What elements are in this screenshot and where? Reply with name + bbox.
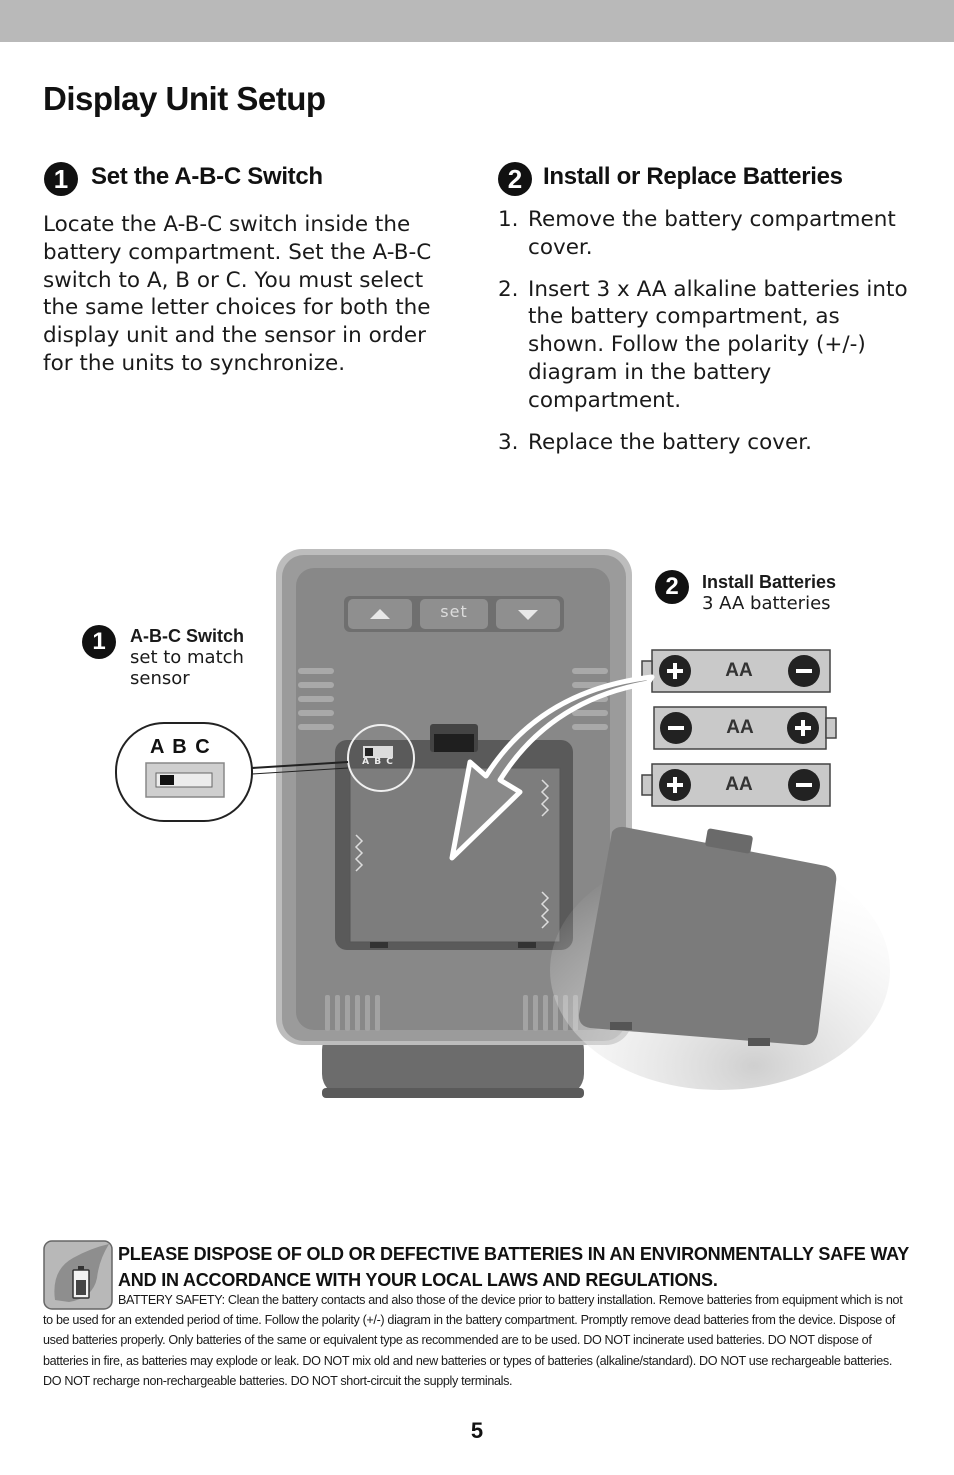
abc-callout: A-B-C Switch set to match sensor	[130, 626, 280, 689]
abc-callout-sub: set to match	[130, 647, 244, 668]
abc-callout-sub: sensor	[130, 668, 190, 689]
install-callout: Install Batteries 3 AA batteries	[702, 572, 922, 614]
abc-callout-title: A-B-C Switch	[130, 626, 244, 646]
list-item: 2.Insert 3 x AA alkaline batteries into …	[498, 276, 908, 413]
set-button	[420, 599, 488, 629]
recycle-battery-icon	[43, 1240, 113, 1310]
callout-1-number: 1	[82, 625, 116, 659]
insert-arrow-icon	[449, 674, 655, 861]
page-title: Display Unit Setup	[43, 80, 326, 117]
page-number: 5	[470, 1418, 484, 1443]
step-1-heading: Set the A-B-C Switch	[91, 163, 323, 190]
down-arrow-icon	[518, 610, 538, 620]
battery-2	[653, 706, 837, 750]
device-body	[276, 549, 632, 1045]
switch-highlight-circle	[347, 724, 415, 792]
install-callout-title: Install Batteries	[702, 572, 837, 592]
setup-illustration: set A B C A B C 1 A-B-C Switch set to ma…	[0, 540, 954, 1120]
abc-switch-small-label: A B C	[362, 757, 394, 767]
list-item: 1.Remove the battery compartment cover.	[498, 207, 896, 260]
battery-1	[641, 649, 831, 693]
list-item: 3.Replace the battery cover.	[498, 429, 812, 455]
set-button-label: set	[440, 602, 468, 621]
battery-label: AA	[726, 717, 754, 738]
disposal-heading: PLEASE DISPOSE OF OLD OR DEFECTIVE BATTE…	[118, 1244, 909, 1290]
battery-label: AA	[725, 660, 753, 681]
abc-switch-label: A B C	[150, 736, 212, 758]
step-2-number: 2	[498, 162, 532, 196]
battery-label: AA	[725, 774, 753, 795]
callout-2-number: 2	[655, 570, 689, 604]
battery-cover	[550, 826, 890, 1090]
step-2-heading: Install or Replace Batteries	[543, 163, 843, 190]
battery-safety-text: BATTERY SAFETY: Clean the battery contac…	[43, 1293, 903, 1388]
step-1-number: 1	[44, 162, 78, 196]
header-bar	[0, 0, 954, 42]
step-1-body: Locate the A-B-C switch inside the batte…	[43, 212, 432, 376]
up-arrow-icon	[370, 609, 390, 619]
display-unit-drawing	[115, 549, 890, 1098]
battery-3	[641, 763, 831, 807]
abc-switch-magnified	[115, 722, 253, 822]
step-2-list: 1.Remove the battery compartment cover. …	[498, 206, 918, 470]
install-callout-sub: 3 AA batteries	[702, 593, 831, 614]
